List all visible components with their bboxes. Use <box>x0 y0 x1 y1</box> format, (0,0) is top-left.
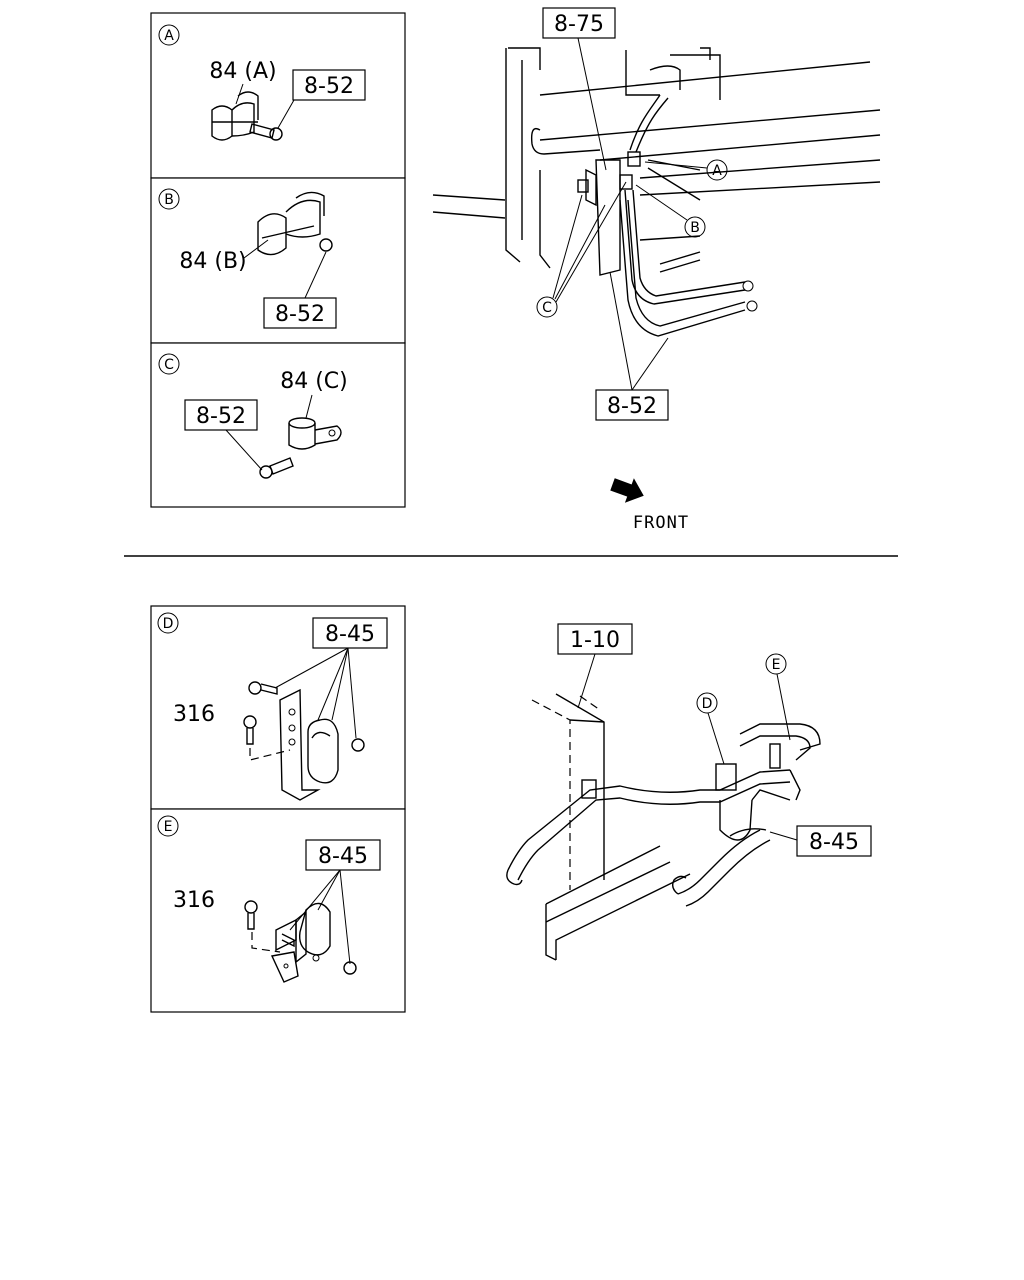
clip-84b-label: 84 (B) <box>179 249 246 274</box>
bolt-a-drawing <box>249 123 283 141</box>
detail-e-marker: E <box>164 819 173 835</box>
ref-852-b: 8-52 <box>275 302 325 327</box>
detail-panel-c: C 84 (C) 8-52 <box>150 342 406 508</box>
ref-box-bottom-845 <box>796 825 872 857</box>
ref-845-e: 8-45 <box>318 844 368 869</box>
detail-panel-d: D 8-45 316 <box>150 605 406 810</box>
front-arrow-icon <box>610 478 644 503</box>
nut-b-drawing <box>319 238 333 252</box>
clip-84c-drawing <box>288 417 342 450</box>
ref-box-top-852 <box>595 389 669 421</box>
detail-a-marker: A <box>164 28 174 44</box>
ref-875-label: 8-75 <box>554 12 604 37</box>
bolt-316-d-label: 316 <box>173 702 215 727</box>
ref-box-e <box>305 839 381 871</box>
ref-box-a <box>292 69 366 101</box>
detail-panel-e: E 8-45 316 <box>150 808 406 1013</box>
ref-bottom-845-label: 8-45 <box>809 830 859 855</box>
clip-84c-label: 84 (C) <box>280 369 348 394</box>
ref-box-875 <box>542 7 616 39</box>
bolt-d-drawing <box>243 681 365 761</box>
clip-84a-label: 84 (A) <box>209 59 276 84</box>
clip-84b-drawing <box>257 191 325 256</box>
ref-852-a: 8-52 <box>304 74 354 99</box>
detail-d-marker: D <box>163 616 174 632</box>
detail-panel-a: A 84 (A) 8-52 <box>150 12 406 179</box>
front-label: FRONT <box>633 513 689 533</box>
callout-top-c: C <box>542 300 552 316</box>
ref-box-d <box>312 617 388 649</box>
ref-box-c <box>184 399 258 431</box>
bolt-e-drawing <box>244 900 357 983</box>
detail-c-marker: C <box>164 357 174 373</box>
bolt-316-e-label: 316 <box>173 888 215 913</box>
ref-top-852-label: 8-52 <box>607 394 657 419</box>
bracket-d-drawing <box>279 688 339 801</box>
ref-852-c: 8-52 <box>196 404 246 429</box>
ref-845-d: 8-45 <box>325 622 375 647</box>
detail-b-marker: B <box>164 192 174 208</box>
clip-84a-drawing <box>211 91 259 141</box>
ref-box-b <box>263 297 337 329</box>
bolt-c-drawing <box>259 457 294 479</box>
top-main-view <box>432 47 881 337</box>
callout-top-a: A <box>712 163 722 179</box>
callout-top-b: B <box>690 220 700 236</box>
callout-bottom-e: E <box>772 657 781 673</box>
detail-panel-b: B 84 (B) 8-52 <box>150 177 406 344</box>
callout-bottom-d: D <box>702 696 713 712</box>
clip-e-drawing <box>275 902 331 964</box>
ref-110-label: 1-10 <box>570 628 620 653</box>
bottom-main-view <box>506 693 821 961</box>
